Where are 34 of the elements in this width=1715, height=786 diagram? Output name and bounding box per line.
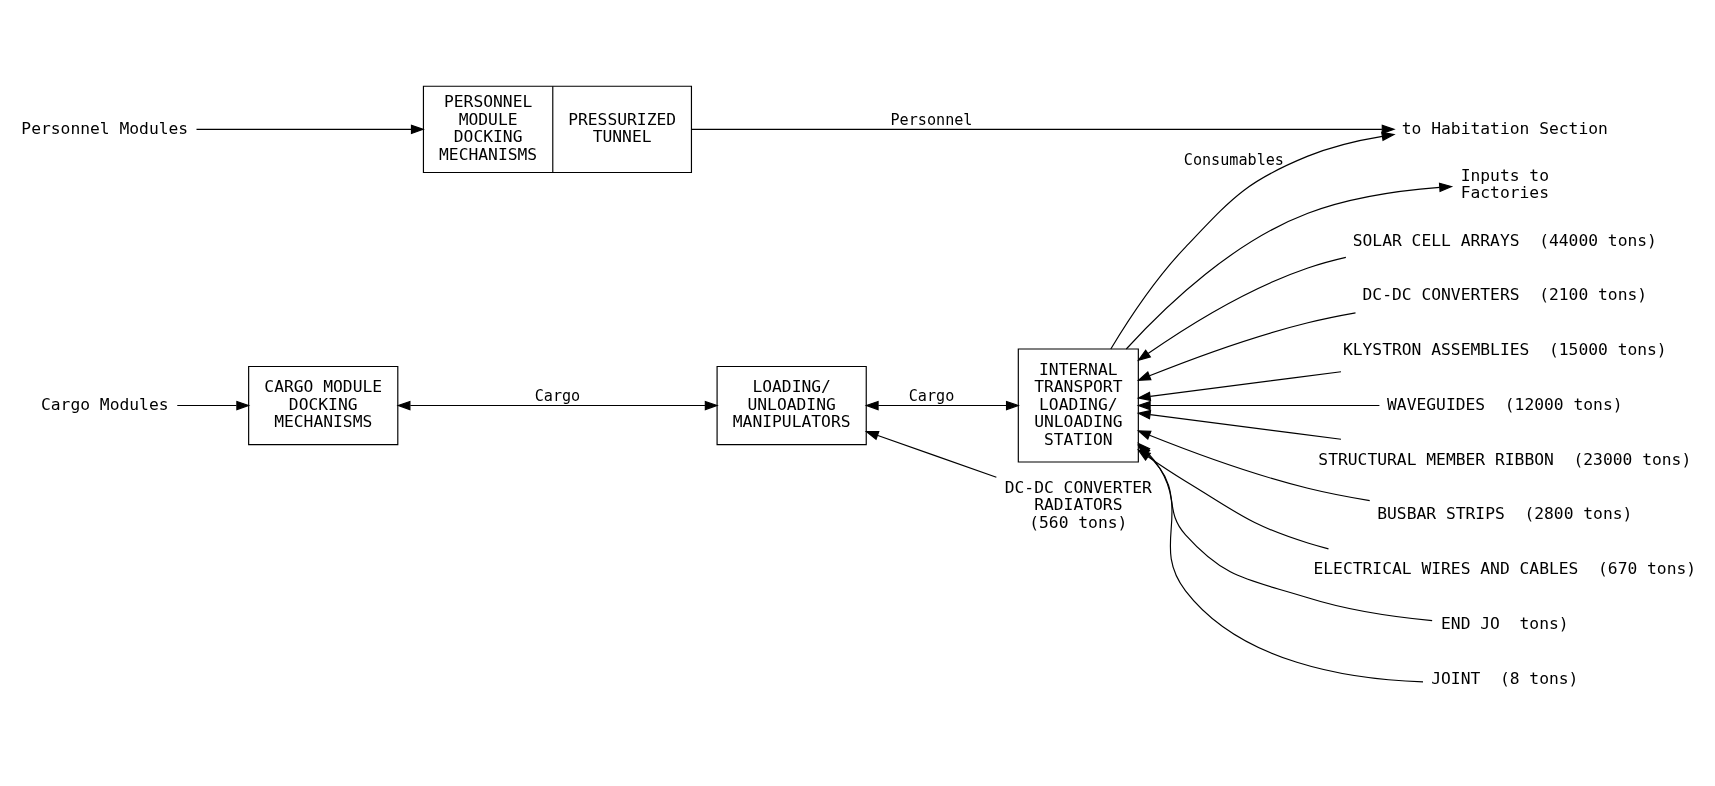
node-box: INTERNAL TRANSPORT LOADING/ UNLOADING STATION xyxy=(1017,348,1139,463)
node-text: JOINT (8 tons) xyxy=(1431,668,1579,688)
arrow xyxy=(864,400,1020,411)
arrow xyxy=(1125,182,1454,350)
edge-label: Personnel xyxy=(890,111,973,130)
arrow xyxy=(1137,256,1347,362)
node-text: KLYSTRON ASSEMBLIES (15000 tons) xyxy=(1342,340,1667,360)
node-text: DC-DC CONVERTER RADIATORS (560 tons) xyxy=(1004,477,1152,532)
arrow xyxy=(396,400,719,411)
edge-label: Consumables xyxy=(1183,150,1284,169)
node-text: ELECTRICAL WIRES AND CABLES (670 tons) xyxy=(1313,559,1697,579)
arrow xyxy=(1136,371,1342,402)
arrow xyxy=(1136,400,1380,411)
node-text: WAVEGUIDES (12000 tons) xyxy=(1387,394,1623,414)
node-text: END JO tons) xyxy=(1441,613,1569,633)
arrow xyxy=(1136,409,1342,440)
edge-label: Cargo xyxy=(908,387,955,406)
node-box: CARGO MODULE DOCKING MECHANISMS xyxy=(248,365,399,446)
node-text: STRUCTURAL MEMBER RIBBON (23000 tons) xyxy=(1318,449,1692,469)
node-box: LOADING/ UNLOADING MANIPULATORS xyxy=(716,365,867,446)
arrow xyxy=(864,430,997,478)
node-text: BUSBAR STRIPS (2800 tons) xyxy=(1377,504,1633,524)
node-text: Personnel Modules xyxy=(21,118,189,138)
arrow xyxy=(690,124,1396,135)
arrow xyxy=(1136,312,1357,381)
node-text: to Habitation Section xyxy=(1401,118,1608,138)
node-text: Inputs to Factories xyxy=(1460,165,1549,203)
node-text: Cargo Modules xyxy=(40,394,169,414)
edge-label: Cargo xyxy=(534,387,581,406)
arrow xyxy=(195,124,425,135)
arrow xyxy=(1110,131,1396,350)
node-text: SOLAR CELL ARRAYS (44000 tons) xyxy=(1352,230,1657,250)
arrow xyxy=(176,400,251,411)
node-text: DC-DC CONVERTERS (2100 tons) xyxy=(1362,285,1648,305)
